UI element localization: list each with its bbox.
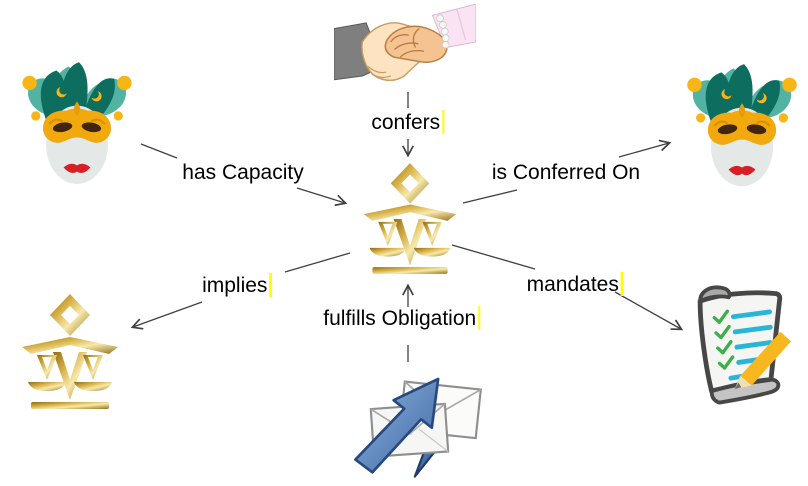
node-obligation[interactable] — [666, 282, 806, 416]
edge-is-conferred-on-line2 — [618, 143, 669, 158]
edge-label-text: has Capacity — [182, 161, 304, 184]
edge-label-text: mandates — [526, 273, 619, 296]
jester-mask-icon — [22, 62, 132, 184]
edge-mandates-line2 — [614, 291, 681, 329]
edge-has-capacity-line1 — [140, 143, 178, 159]
node-party-left[interactable] — [6, 52, 148, 186]
edge-has-capacity-line2 — [296, 187, 345, 203]
edge-label-is-conferred-on[interactable]: is Conferred On — [492, 160, 640, 186]
edge-label-text: confers — [371, 111, 441, 134]
node-message[interactable] — [334, 362, 502, 484]
handshake-icon — [334, 4, 476, 82]
text-cursor — [478, 306, 481, 330]
scales-of-justice-icon — [22, 294, 118, 409]
edge-is-conferred-on-line1 — [462, 189, 518, 204]
edge-label-fulfills-obligation[interactable]: fulfills Obligation — [323, 306, 481, 332]
edge-label-implies[interactable]: implies — [202, 273, 272, 299]
text-cursor — [620, 272, 624, 296]
node-agreement[interactable] — [334, 4, 476, 94]
checklist-scroll-icon — [697, 285, 792, 405]
jester-mask-icon — [687, 64, 797, 187]
edge-label-mandates[interactable]: mandates — [527, 272, 624, 298]
edge-label-confers[interactable]: confers — [371, 110, 445, 136]
node-party-right[interactable] — [680, 52, 804, 190]
scales-of-justice-icon — [363, 163, 457, 274]
edge-label-text: implies — [202, 274, 268, 297]
edge-label-has-capacity[interactable]: has Capacity — [182, 160, 303, 186]
edge-implies-line2 — [133, 301, 203, 327]
edge-label-text: fulfills Obligation — [323, 307, 477, 330]
text-cursor — [269, 273, 272, 297]
edge-implies-line1 — [284, 252, 351, 273]
send-mail-envelopes-icon — [354, 377, 482, 478]
edge-mandates-line1 — [451, 244, 536, 270]
edge-label-text: is Conferred On — [491, 161, 641, 184]
text-cursor — [442, 110, 445, 134]
node-right-center[interactable] — [357, 158, 463, 280]
node-right-implied[interactable] — [14, 292, 126, 412]
